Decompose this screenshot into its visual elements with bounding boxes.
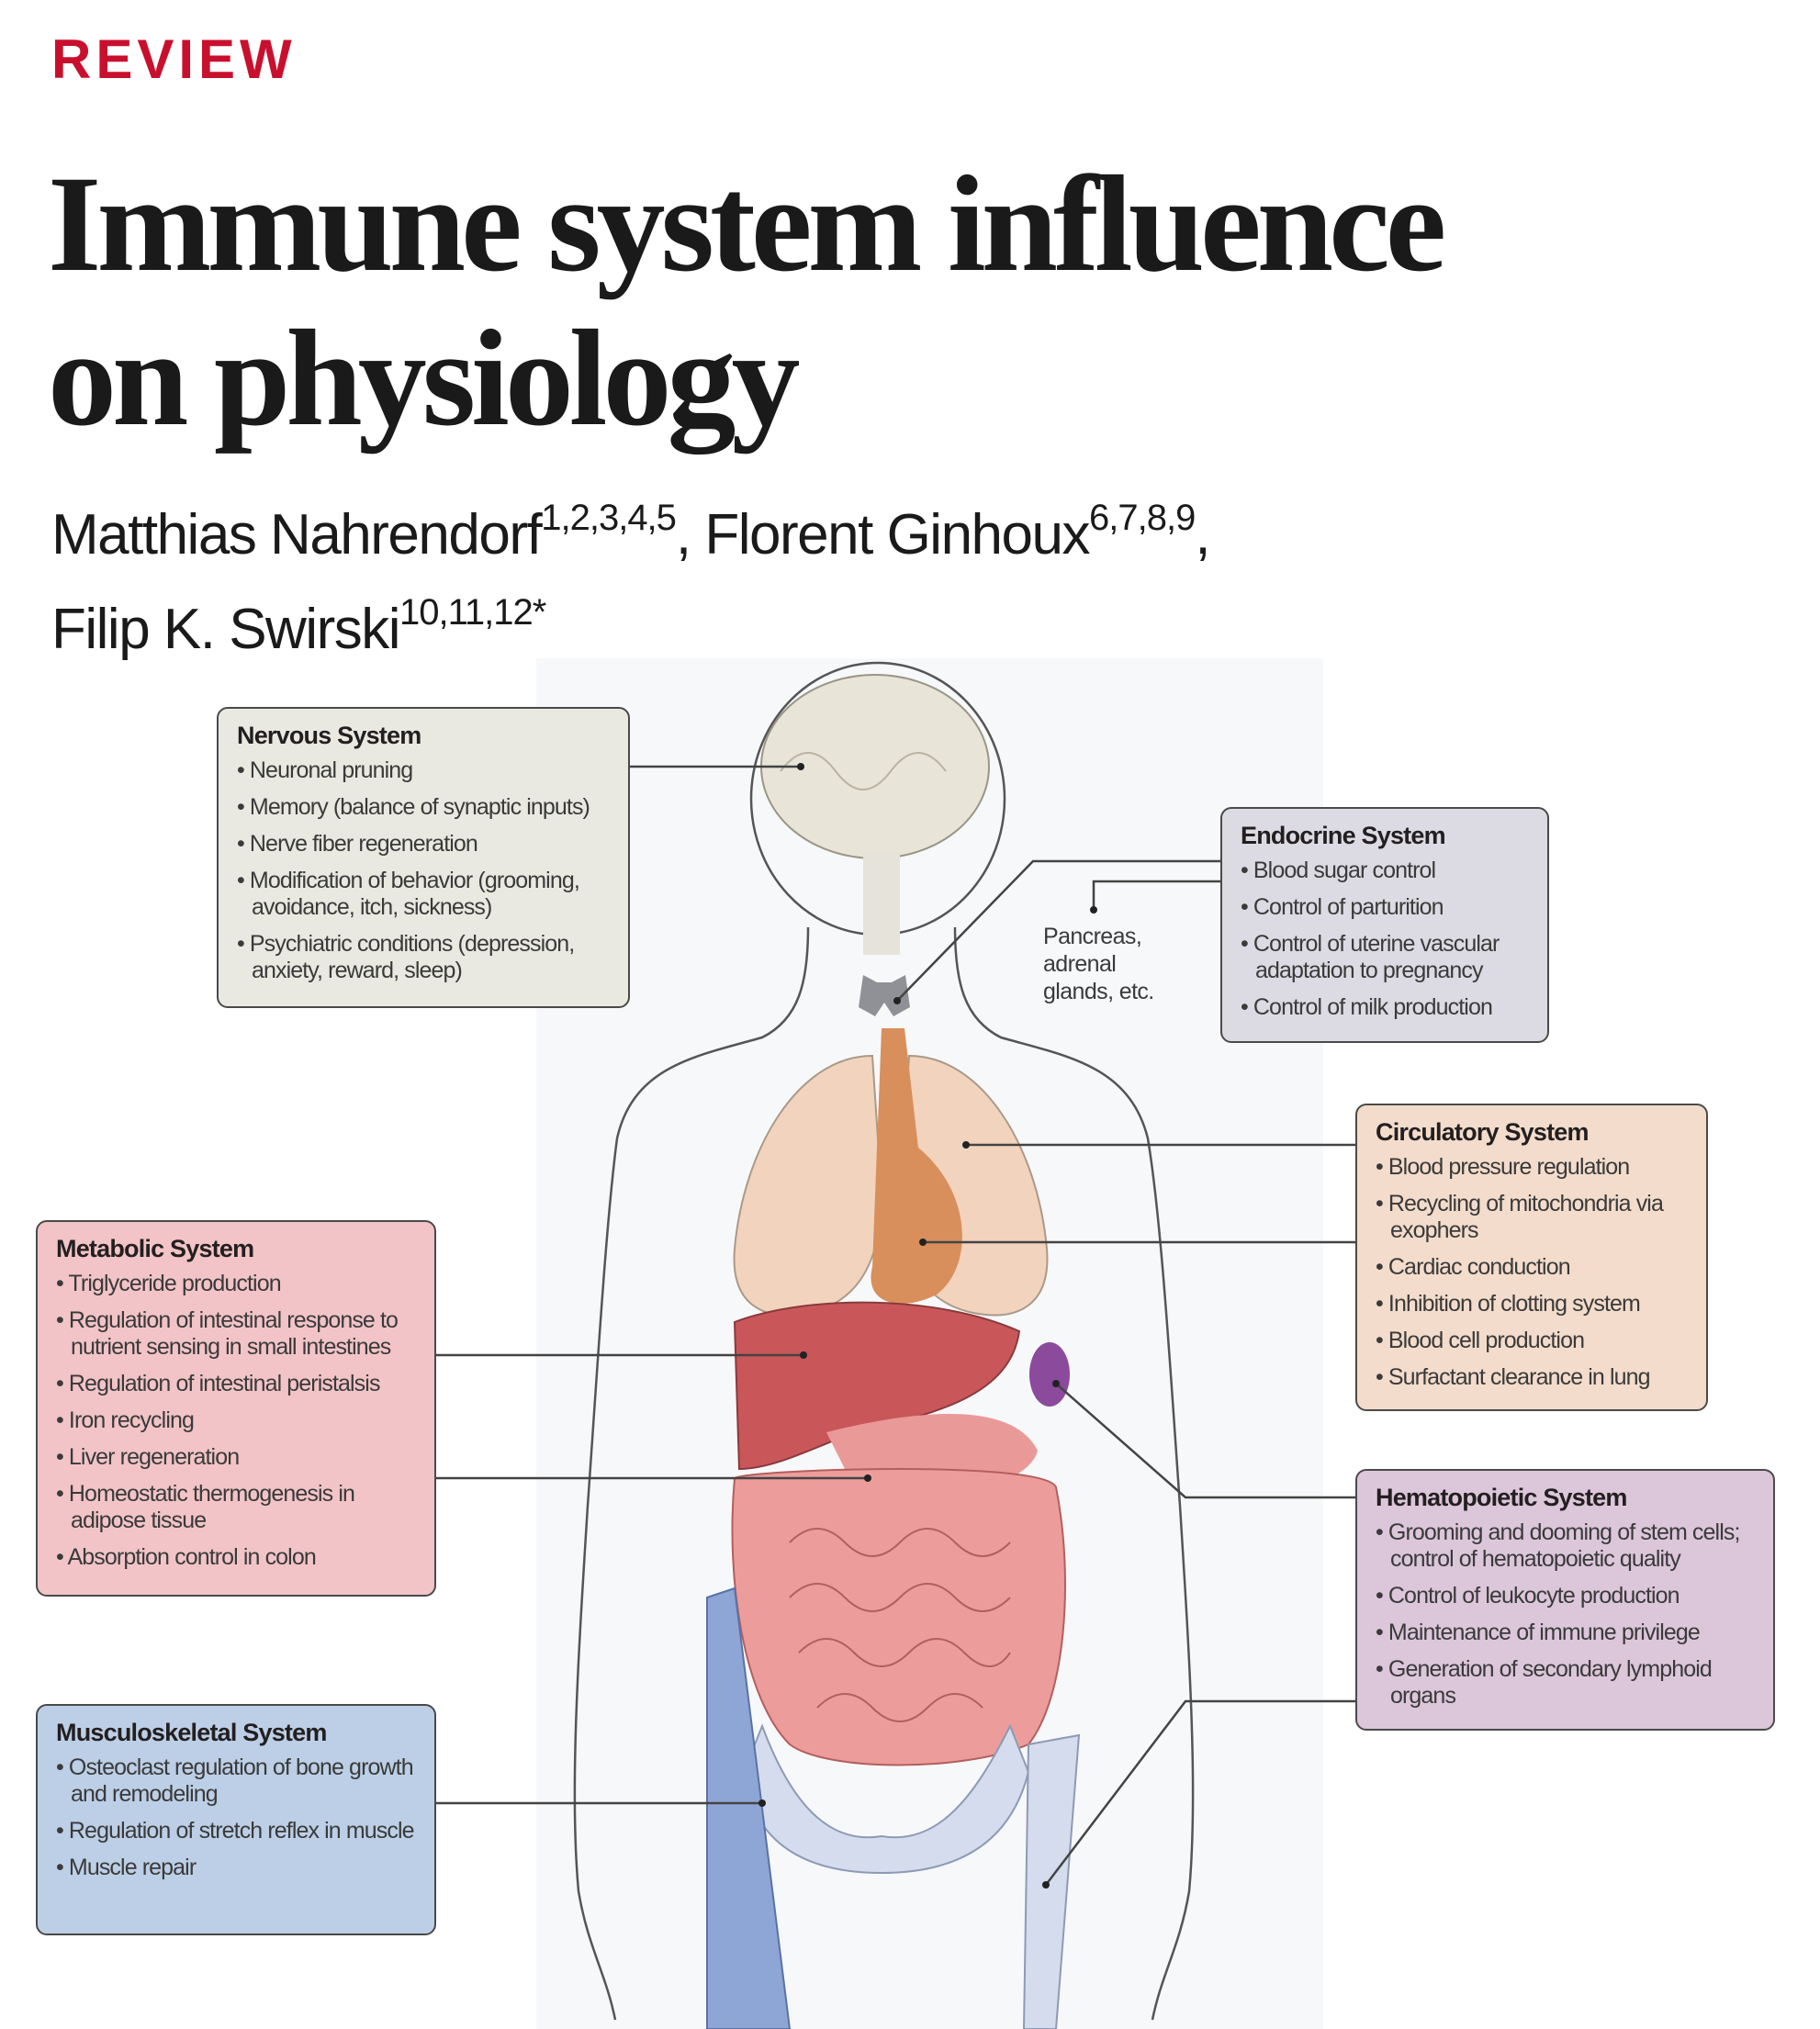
list-item: Control of uterine vascular adaptation t… [1241,931,1531,984]
list-item: Control of leukocyte production [1376,1583,1757,1609]
musculoskeletal-system-box: Musculoskeletal System Osteoclast regula… [36,1704,436,1935]
list-item: Homeostatic thermogenesis in adipose tis… [56,1481,418,1534]
author-affiliation: 10,11,12* [399,592,546,633]
list-item: Maintenance of immune privilege [1376,1620,1757,1646]
metabolic-system-box: Metabolic System Triglyceride production… [36,1220,436,1597]
nervous-system-box: Nervous System Neuronal pruning Memory (… [217,707,630,1008]
brainstem [863,854,900,955]
circulatory-system-box: Circulatory System Blood pressure regula… [1355,1104,1708,1411]
heart-aorta [871,1028,962,1304]
list-item: Modification of behavior (grooming, avoi… [237,868,612,921]
list-item: Triglyceride production [56,1271,418,1297]
list-item: Liver regeneration [56,1444,418,1471]
author-name: Matthias Nahrendorf [51,503,543,566]
left-lung [733,1054,883,1317]
list-item: Iron recycling [56,1407,418,1434]
list-item: Control of milk production [1241,994,1531,1021]
list-item: Control of parturition [1241,894,1531,921]
list-item: Osteoclast regulation of bone growth and… [56,1754,418,1808]
list-item: Generation of secondary lymphoid organs [1376,1656,1757,1710]
endocrine-system-box: Endocrine System Blood sugar control Con… [1220,807,1549,1043]
list-item: Muscle repair [56,1855,418,1881]
list-item: Grooming and dooming of stem cells; cont… [1376,1519,1757,1573]
list-item: Blood sugar control [1241,858,1531,884]
author-affiliation: 6,7,8,9 [1089,498,1196,538]
spleen [1029,1342,1070,1407]
author-list: Matthias Nahrendorf1,2,3,4,5, Florent Gi… [51,498,1211,661]
connector-dots [758,763,1097,1889]
list-item: Absorption control in colon [56,1544,418,1571]
list-item: Memory (balance of synaptic inputs) [237,794,612,821]
hematopoietic-system-box: Hematopoietic System Grooming and doomin… [1355,1469,1775,1731]
intestines [731,1468,1066,1766]
list-item: Inhibition of clotting system [1376,1291,1690,1317]
list-item: Regulation of intestinal response to nut… [56,1307,418,1361]
author-name: Florent Ginhoux [704,503,1090,566]
author-affiliation: 1,2,3,4,5 [541,498,677,538]
list-item: Regulation of stretch reflex in muscle [56,1818,418,1844]
list-item: Regulation of intestinal peristalsis [56,1371,418,1397]
list-item: Nerve fiber regeneration [237,831,612,858]
list-item: Neuronal pruning [237,757,612,784]
list-item: Blood pressure regulation [1376,1154,1690,1181]
section-label: REVIEW [51,28,297,90]
author-name: Filip K. Swirski [51,598,401,661]
list-item: Recycling of mitochondria via exophers [1376,1191,1690,1244]
list-item: Psychiatric conditions (depression, anxi… [237,931,612,984]
list-item: Surfactant clearance in lung [1376,1364,1690,1391]
list-item: Cardiac conduction [1376,1254,1690,1281]
thyroid [859,975,910,1016]
liver [733,1301,1021,1471]
connector-lines [436,765,1355,1886]
thigh-muscle [706,1586,792,2029]
femur [1022,1733,1081,2029]
list-item: Blood cell production [1376,1328,1690,1354]
